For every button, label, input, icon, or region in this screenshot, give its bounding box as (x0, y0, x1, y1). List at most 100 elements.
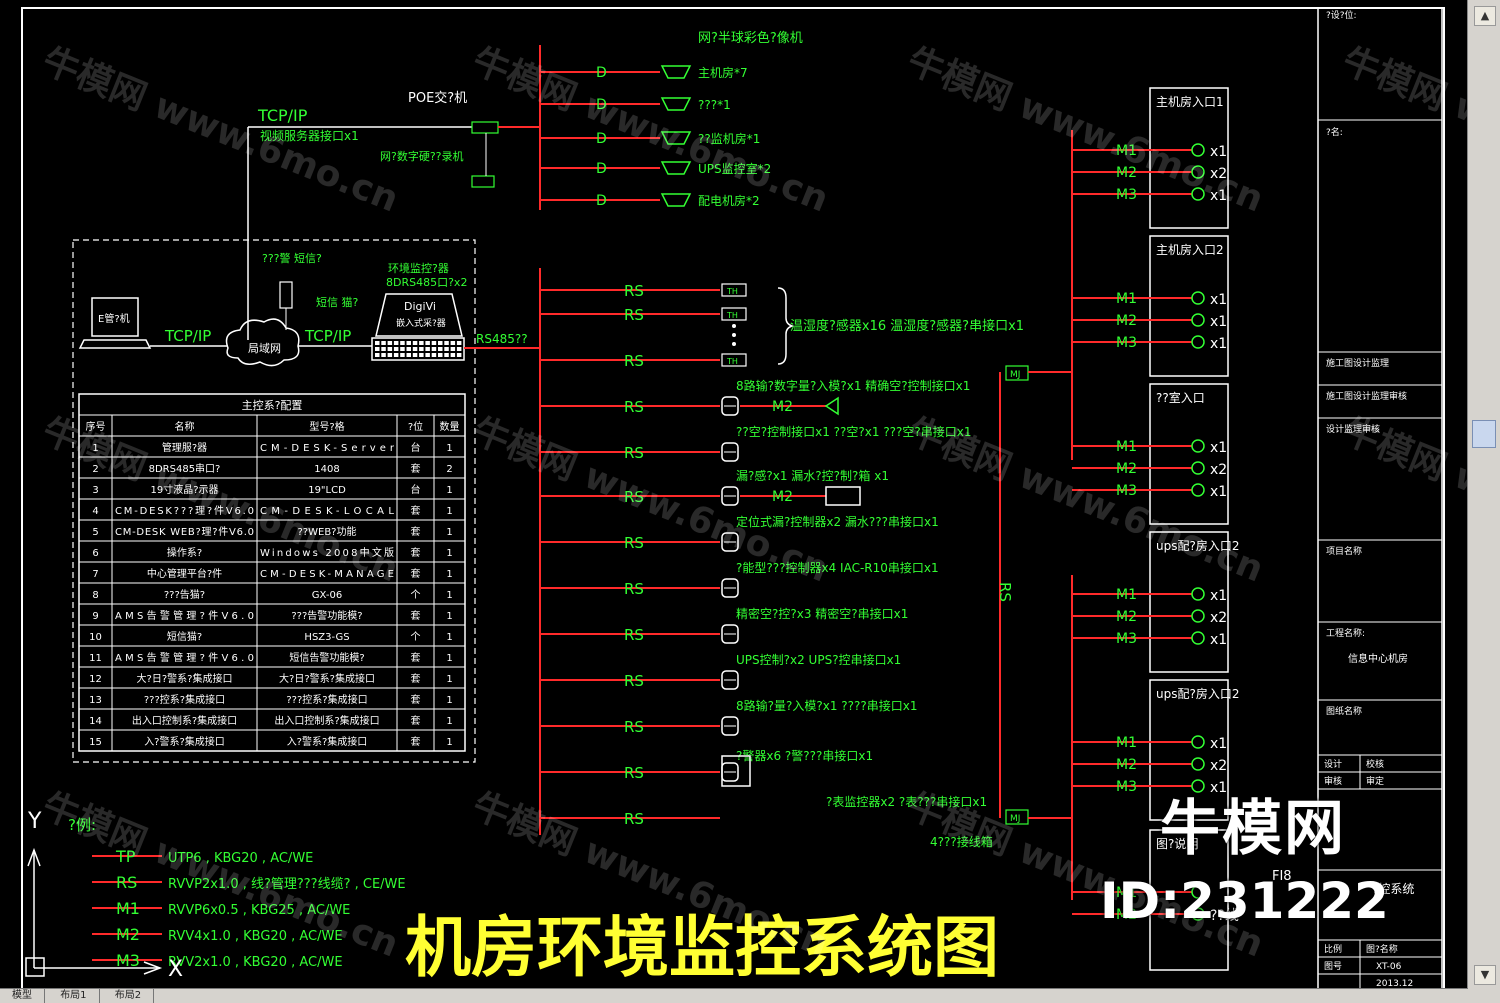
sms-label: ???警 短信? (262, 251, 322, 265)
speaker-icon (824, 396, 839, 416)
keyboard-key (456, 353, 462, 357)
panel-code: M2 (1116, 757, 1137, 773)
title-block: ?设?位: ?名: 施工图设计监理 施工图设计监理审核 设计监理审核 项目名称 … (1272, 7, 1443, 999)
sensor-icon (1191, 757, 1205, 771)
table-cell: 4 (92, 506, 98, 517)
table-cell: 6 (92, 548, 98, 559)
table-cell: 大?日?警系?集成接口 (279, 672, 375, 685)
table-cell: 台 (411, 483, 421, 496)
keyboard-key (387, 341, 393, 345)
keyboard-key (438, 347, 443, 351)
table-cell: AMS告警管理?件V6.0 (115, 609, 254, 622)
panel-icon (825, 486, 861, 506)
rs-label: RS (624, 764, 644, 782)
table-cell: 1 (446, 611, 452, 622)
brand-logo: 牛模网 (1160, 794, 1346, 864)
rs-label: RS (624, 718, 644, 736)
sensor-icon (1191, 483, 1205, 497)
keyboard-key (456, 347, 462, 351)
device-note: 定位式漏?控制器x2 漏水???串接口x1 (736, 514, 939, 529)
control-room-box: E管?机 TCP/IP 局域网 TCP/IP ???警 短信? 短信 猫? 环境… (72, 239, 540, 763)
sensor-icon (1191, 313, 1205, 327)
table-cell: 1 (446, 653, 452, 664)
table-cell: 套 (411, 651, 421, 664)
tb-r15: 2013.12 (1376, 979, 1413, 989)
camera-d-label: D (596, 161, 607, 177)
tb-r11: FI8 (1272, 869, 1292, 884)
scroll-thumb[interactable] (1472, 420, 1496, 448)
vertical-scrollbar[interactable]: ▲ ▼ (1467, 0, 1500, 1003)
m2-label: M2 (772, 489, 793, 505)
legend-desc: RVVP2x1.0 , 线?管理???线缆? , CE/WE (168, 876, 406, 892)
keyboard-key (406, 347, 411, 351)
table-header: 数量 (440, 420, 460, 433)
table-cell: 2 (92, 464, 98, 475)
tcpip-right: TCP/IP (304, 327, 351, 345)
keyboard-key (425, 341, 430, 345)
panel-code: M2 (1116, 907, 1137, 923)
sensor-icon (1191, 587, 1205, 601)
laptop-icon (91, 297, 139, 337)
server-label: 视频服务器接口x1 (260, 128, 359, 143)
keyboard-key (425, 353, 430, 357)
keyboard-key (431, 353, 437, 357)
legend-desc: UTP6 , KBG20 , AC/WE (168, 851, 313, 866)
table-cell: 7 (92, 569, 98, 580)
table-cell: ???告猫? (164, 588, 205, 601)
table-cell: 短信告警功能模? (289, 651, 364, 664)
legend-code: M3 (116, 951, 140, 970)
axis-x-label: X (168, 957, 183, 982)
tb-r4: 施工图设计监理审核 (1326, 390, 1407, 402)
rs-vertical-label: RS (996, 582, 1014, 602)
table-cell: 短信猫? (167, 630, 202, 643)
device-note: UPS控制?x2 UPS?控串接口x1 (736, 652, 901, 667)
scroll-up-icon[interactable]: ▲ (1474, 6, 1496, 26)
nvr-label: 网?数字硬??录机 (380, 149, 464, 163)
scroll-down-icon[interactable]: ▼ (1474, 965, 1496, 985)
table-cell: GX-06 (312, 590, 342, 601)
keyboard-key (387, 353, 393, 357)
rs485-label: RS485?? (476, 332, 528, 346)
camera-icon (660, 193, 692, 207)
device-icon (721, 486, 739, 506)
panel-code: M2 (1116, 461, 1137, 477)
panel-title: 主机房入口1 (1156, 94, 1224, 109)
table-cell: 1 (446, 695, 452, 706)
panel-qty: x2 (1210, 166, 1227, 182)
camera-icon (660, 97, 692, 111)
tab-layout1[interactable]: 布局1 (48, 989, 100, 1003)
panel-qty: x1 (1210, 484, 1227, 500)
power-panel (1149, 87, 1229, 229)
table-cell: 1 (446, 590, 452, 601)
keyboard-key (450, 353, 456, 357)
power-panel (1149, 679, 1229, 821)
keyboard-key (431, 347, 437, 351)
panel-qty: x1 (1210, 632, 1227, 648)
poe-switch-label: POE交?机 (408, 90, 467, 106)
tab-layout2[interactable]: 布局2 (103, 989, 155, 1003)
device-icon (721, 442, 739, 462)
axis-y-label: Y (27, 809, 42, 834)
keyboard-key (419, 347, 424, 351)
camera-label: 主机房*7 (698, 65, 748, 80)
panel-qty: x1 (1210, 440, 1227, 456)
table-cell: 套 (411, 525, 421, 538)
keyboard-key (400, 341, 405, 345)
controller-note: 环境监控?器 (388, 261, 449, 275)
table-cell: 1 (446, 548, 452, 559)
tab-model[interactable]: 模型 (0, 989, 45, 1003)
table-frame (78, 393, 466, 752)
ellipsis-dot (732, 324, 736, 328)
table-cell: 13 (89, 695, 102, 706)
table-cell: 套 (411, 462, 421, 475)
device-icon (721, 670, 739, 690)
modem-icon (279, 281, 293, 309)
table-header: 名称 (175, 420, 195, 433)
panel-qty: x1 (1210, 588, 1227, 604)
watermark-text: 牛模网 www.6mo.cn (467, 40, 834, 220)
table-header: 型号?格 (309, 420, 344, 433)
table-cell: 套 (411, 735, 421, 748)
table-cell: HSZ3-GS (304, 632, 349, 643)
